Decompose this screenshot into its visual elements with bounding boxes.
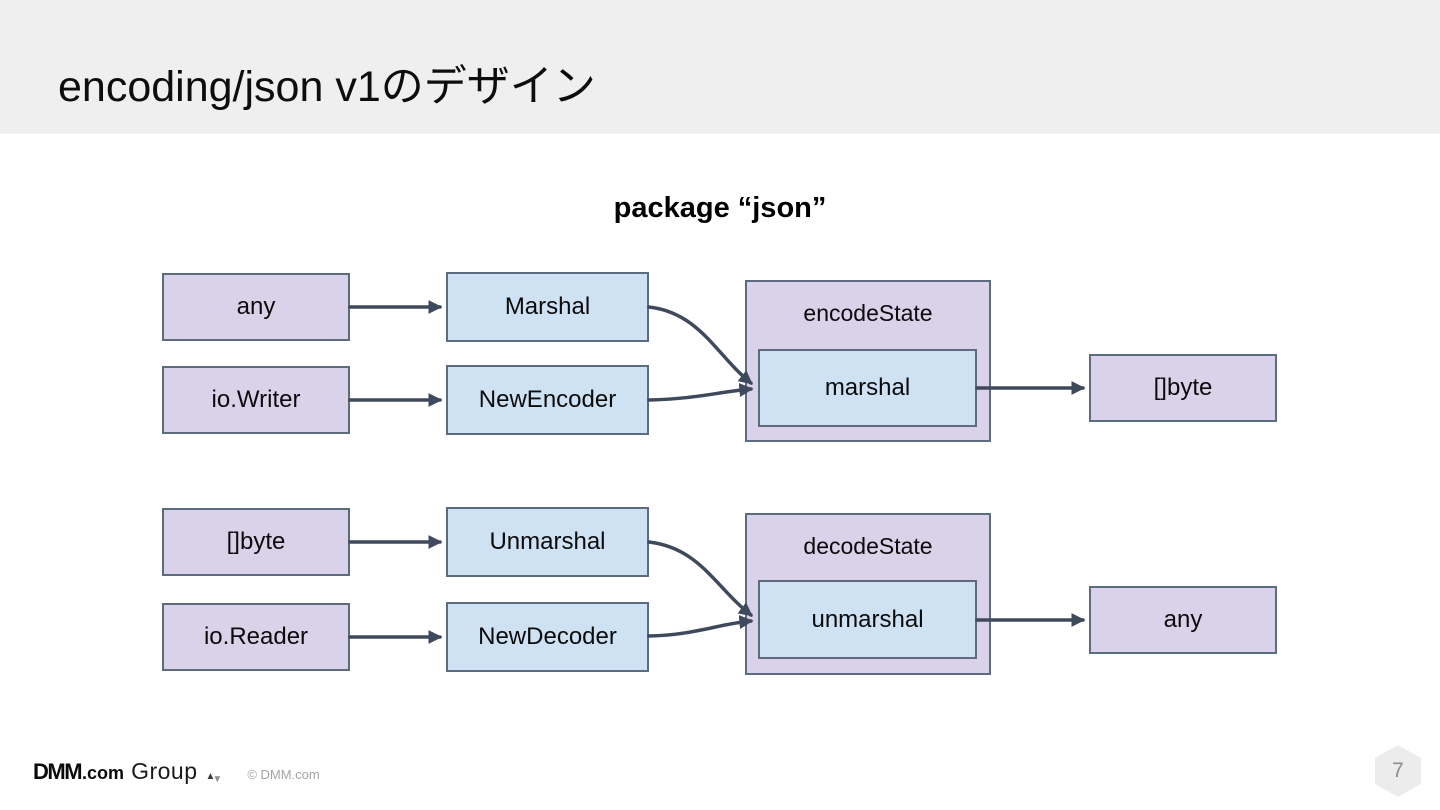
- arrow-unmarshal-to-decodestate: [647, 540, 753, 617]
- node-decode-output-any: any: [1089, 586, 1277, 654]
- arrow-marshal-to-encodestate: [647, 305, 753, 385]
- copyright-text: © DMM.com: [247, 767, 320, 782]
- node-fn-marshal: Marshal: [446, 272, 649, 342]
- triangle-down-icon: ▼: [212, 774, 223, 785]
- dmm-logo-group: Group: [131, 758, 198, 784]
- label-encodestate: encodeState: [803, 300, 933, 326]
- node-encode-input-iowriter: io.Writer: [162, 366, 350, 434]
- dmm-logo-mark: ▲▼: [205, 771, 226, 785]
- node-fn-newencoder: NewEncoder: [446, 365, 649, 435]
- node-decode-input-ioreader: io.Reader: [162, 603, 350, 671]
- page-number-badge: 7: [1375, 745, 1421, 797]
- footer: DMM.com Group ▲▼ © DMM.com: [33, 758, 320, 788]
- arrow-newdecoder-to-decodestate: [647, 615, 754, 638]
- arrow-newencoder-to-encodestate: [647, 383, 754, 402]
- node-inner-unmarshal: unmarshal: [758, 580, 977, 659]
- package-heading: package “json”: [613, 192, 827, 224]
- triangle-up-icon: ▲: [205, 771, 216, 782]
- slide-title: encoding/json v1のデザイン: [58, 63, 596, 111]
- node-decode-input-byte: []byte: [162, 508, 350, 576]
- node-fn-unmarshal: Unmarshal: [446, 507, 649, 577]
- title-band: [0, 0, 1440, 134]
- node-encode-output-byte: []byte: [1089, 354, 1277, 422]
- node-fn-newdecoder: NewDecoder: [446, 602, 649, 672]
- label-decodestate: decodeState: [803, 533, 933, 559]
- node-encode-input-any: any: [162, 273, 350, 341]
- node-inner-marshal: marshal: [758, 349, 977, 427]
- dmm-logo-com: .com: [82, 763, 125, 783]
- dmm-logo-text: DMM: [33, 759, 83, 784]
